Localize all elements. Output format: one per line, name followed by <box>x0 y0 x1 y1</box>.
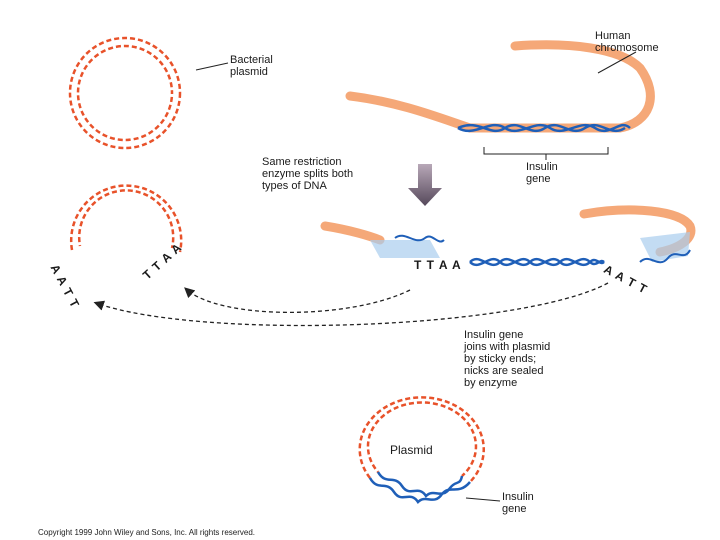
copyright-notice: Copyright 1999 John Wiley and Sons, Inc.… <box>38 528 255 537</box>
bacterial-plasmid-ring <box>68 36 182 150</box>
process-arrow <box>408 164 442 206</box>
cut-chromosome-fragment <box>320 205 696 267</box>
human-chromosome-label: Human chromosome <box>595 30 659 54</box>
plasmid-label: Plasmid <box>390 443 433 457</box>
sticky-end-arrow-2 <box>93 282 609 327</box>
sticky-end-arrow-1 <box>184 287 411 314</box>
insulin-gene-bottom-label: Insulin gene <box>502 491 534 515</box>
bacterial-plasmid-label: Bacterial plasmid <box>230 54 273 78</box>
insulin-gene-bracket <box>483 147 609 155</box>
recombinant-plasmid-ring <box>358 396 485 504</box>
restriction-note: Same restriction enzyme splits both type… <box>262 156 354 192</box>
sticky-ends-note: Insulin gene joins with plasmid by stick… <box>464 329 551 389</box>
insulin-gene-top-label: Insulin gene <box>526 161 558 185</box>
cut-plasmid-ring <box>70 184 183 253</box>
human-chromosome <box>345 40 655 133</box>
gene-sticky-end-left: T T A A <box>414 258 462 272</box>
human-chromosome-leader <box>597 51 637 74</box>
bacterial-plasmid-leader <box>195 62 229 71</box>
insulin-gene-bottom-leader <box>465 497 501 502</box>
